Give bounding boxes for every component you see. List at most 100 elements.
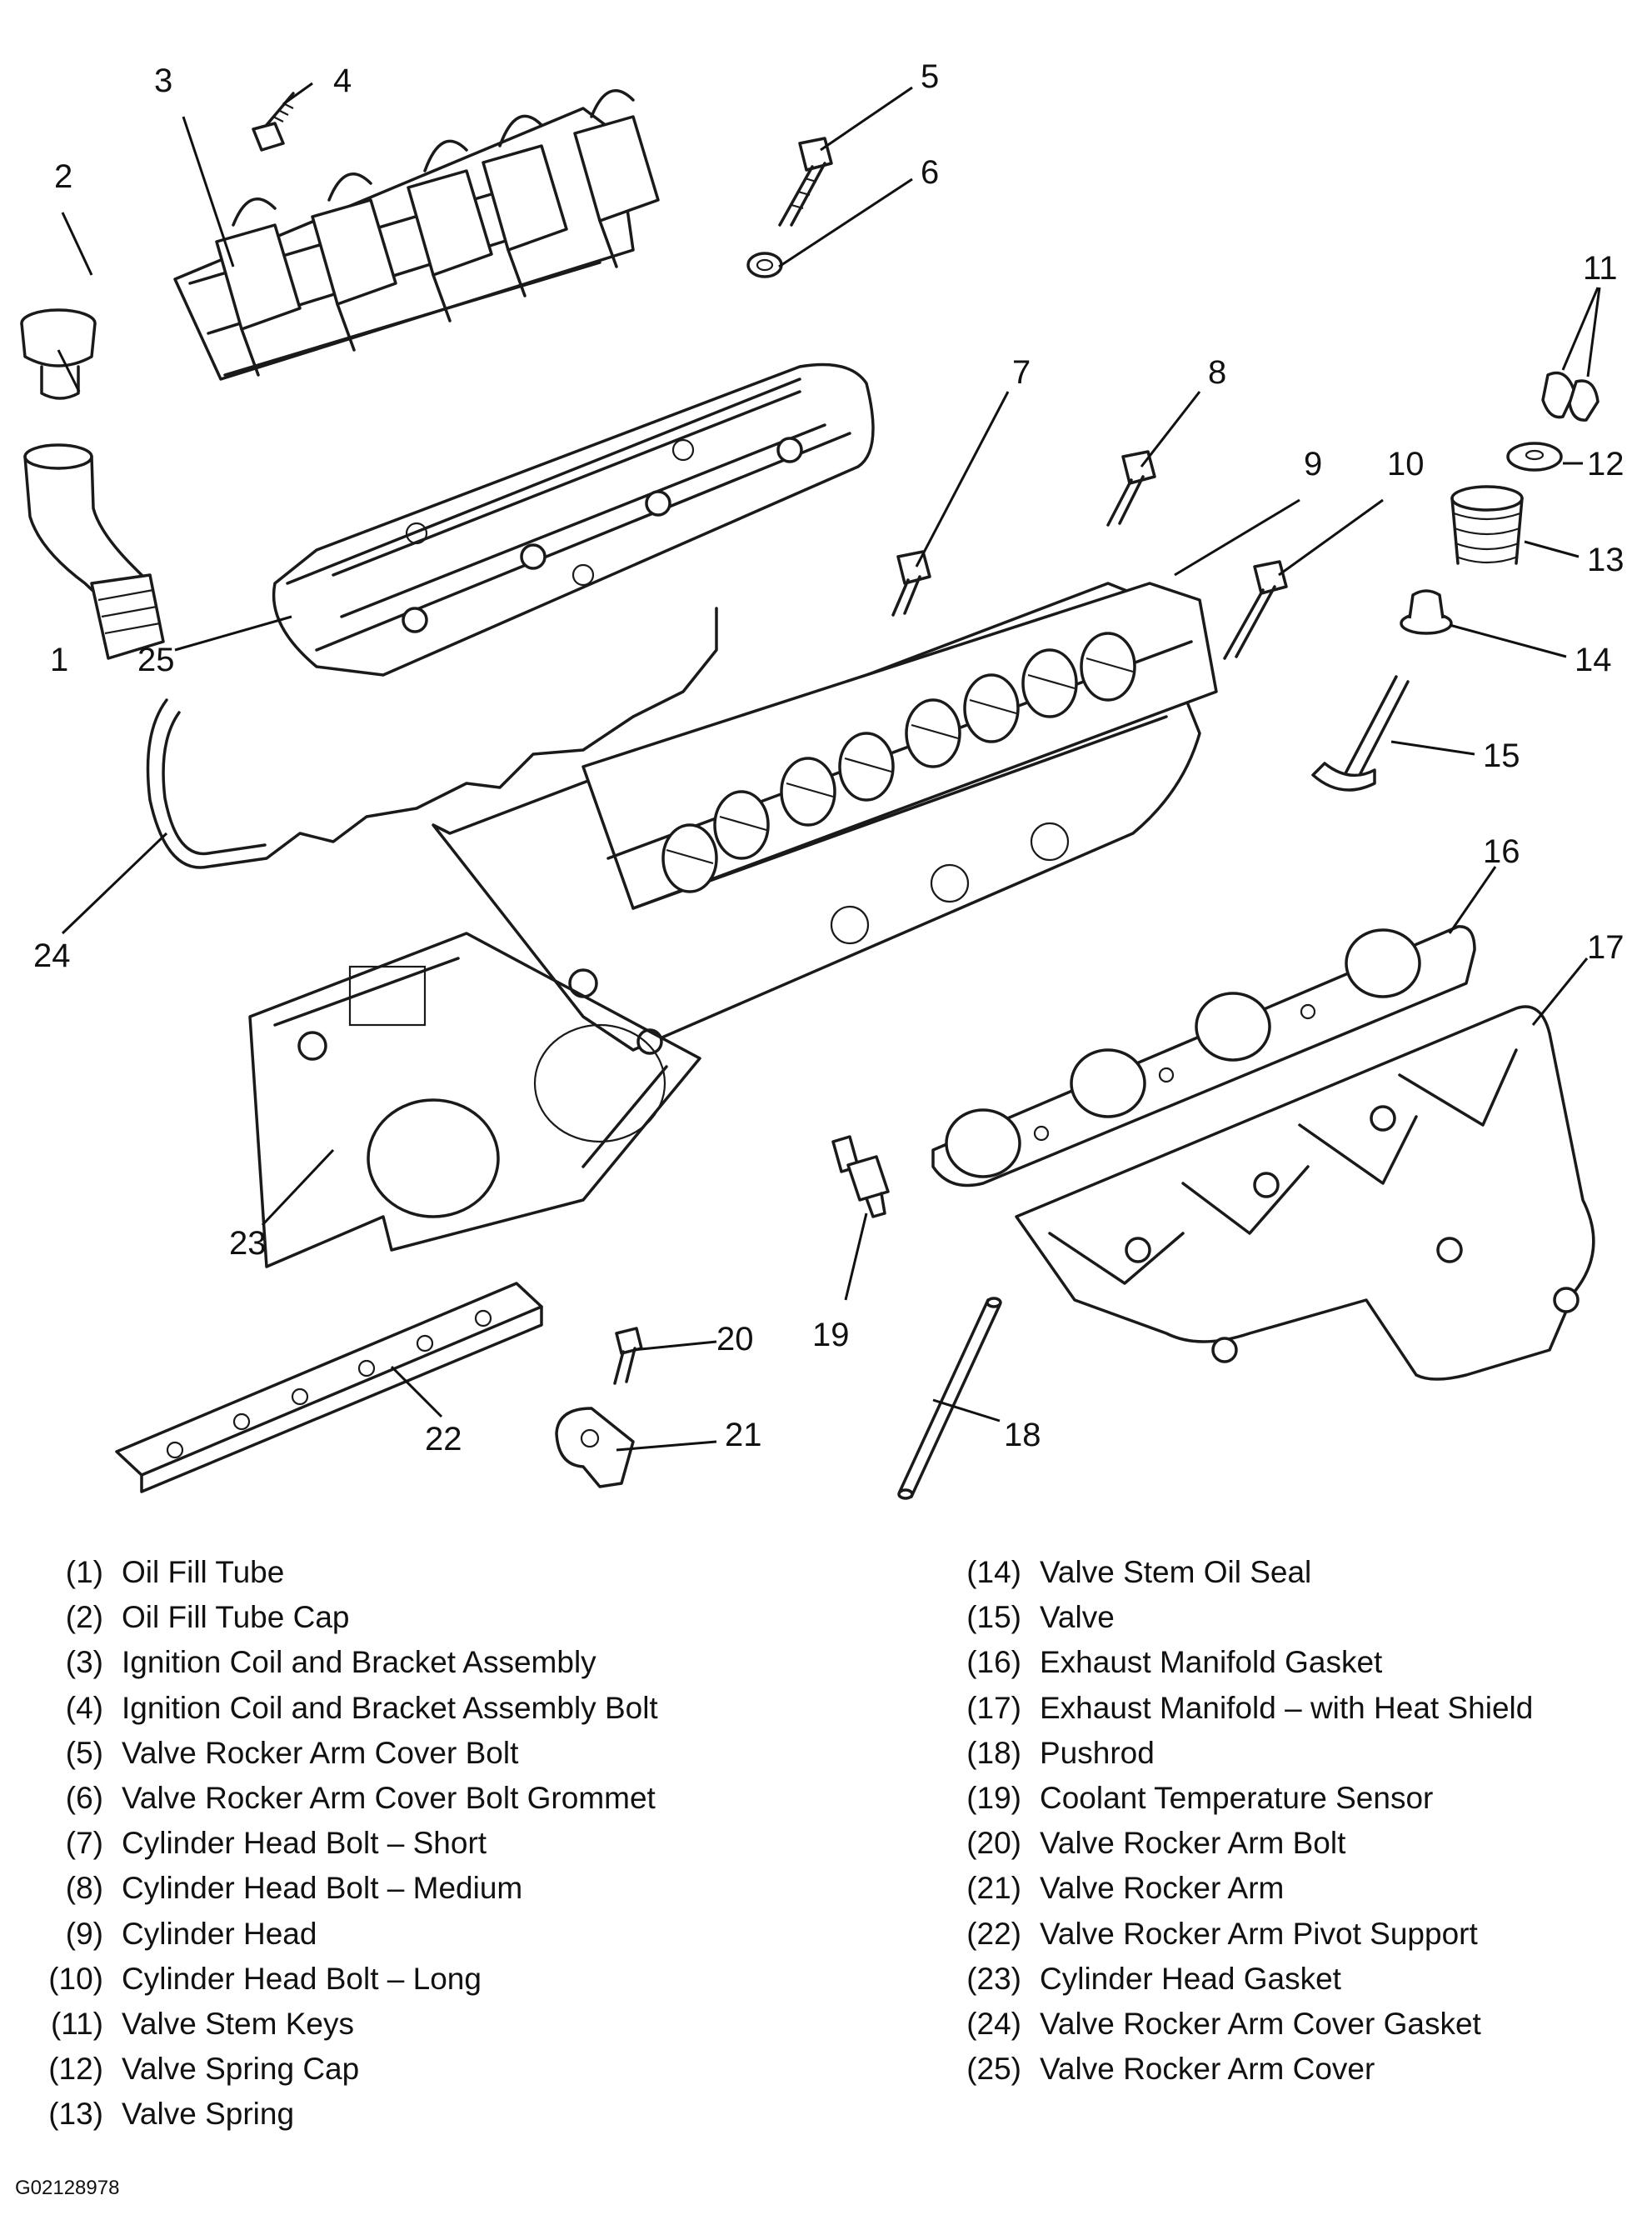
legend-item-label: Valve Stem Oil Seal: [1040, 1555, 1312, 1589]
callout-22: 22: [425, 1421, 462, 1458]
callout-13: 13: [1587, 542, 1625, 578]
legend-item-number: (22): [966, 1916, 1021, 1951]
callout-9: 9: [1304, 446, 1322, 482]
ignition-coil-bolt: [252, 92, 295, 152]
callout-4: 4: [333, 62, 352, 99]
legend-item: (17)Exhaust Manifold – with Heat Shield: [950, 1686, 1533, 1731]
callout-20: 20: [716, 1321, 754, 1358]
legend-item: (21)Valve Rocker Arm: [950, 1866, 1533, 1911]
legend-item: (13)Valve Spring: [32, 2092, 658, 2137]
callout-12: 12: [1587, 446, 1625, 482]
callout-21: 21: [725, 1417, 762, 1453]
legend-item-label: Valve Rocker Arm Cover: [1040, 2052, 1375, 2087]
legend-item-number: (1): [65, 1555, 103, 1589]
valve-rocker-arm-cover: [272, 362, 875, 677]
legend-item-label: Valve Spring Cap: [122, 2052, 360, 2087]
cylinder-head-gasket: [248, 932, 701, 1268]
legend-item: (4)Ignition Coil and Bracket Assembly Bo…: [32, 1686, 658, 1731]
legend-item-number: (2): [65, 1600, 103, 1635]
callout-23: 23: [229, 1225, 267, 1262]
callout-1: 1: [50, 642, 68, 678]
legend-item-label: Cylinder Head Bolt – Long: [122, 1961, 482, 1996]
rocker-cover-bolt-grommet: [746, 252, 783, 278]
legend-item-label: Valve Rocker Arm: [1040, 1871, 1285, 1906]
callout-3: 3: [154, 62, 172, 99]
legend-item-label: Valve Rocker Arm Cover Gasket: [1040, 2007, 1481, 2042]
legend-item-number: (24): [966, 2007, 1021, 2042]
callout-8: 8: [1208, 354, 1226, 391]
oil-fill-tube: [23, 443, 165, 660]
legend-item-number: (16): [966, 1645, 1021, 1680]
valve-rocker-arm-pivot-support: [115, 1282, 543, 1493]
legend-item-number: (4): [65, 1690, 103, 1725]
exhaust-manifold: [1015, 1005, 1595, 1381]
legend-item: (1) Oil Fill Tube: [32, 1550, 658, 1595]
legend-item-label: Cylinder Head Gasket: [1040, 1961, 1341, 1996]
legend-item: (8) Cylinder Head Bolt – Medium: [32, 1866, 658, 1911]
valve-spring-cap: [1506, 442, 1563, 472]
valve-rocker-arm-cover-gasket: [146, 607, 718, 869]
legend-item-number: (8): [65, 1871, 103, 1906]
legend-item: (14) Valve Stem Oil Seal: [950, 1550, 1533, 1595]
legend-item-label: Valve Rocker Arm Bolt: [1040, 1826, 1346, 1861]
cylinder-head: [432, 582, 1218, 1055]
legend-item: (24) Valve Rocker Arm Cover Gasket: [950, 2002, 1533, 2047]
legend-item: (3) Ignition Coil and Bracket Assembly: [32, 1640, 658, 1685]
valve-rocker-arm-bolt: [613, 1327, 643, 1385]
coolant-temperature-sensor: [831, 1135, 890, 1218]
oil-fill-tube-cap: [20, 308, 97, 400]
legend-item-number: (10): [48, 1961, 103, 1996]
callout-10: 10: [1387, 446, 1425, 482]
legend-item: (9) Cylinder Head: [32, 1912, 658, 1957]
legend-item-label: Ignition Coil and Bracket Assembly: [122, 1645, 596, 1680]
callout-2: 2: [54, 158, 72, 195]
legend-item-label: Valve Spring: [122, 2097, 295, 2132]
callout-numbers: 1 2 3 4 5 6 7 8 9 10 11 12 13 14 15 16 1…: [33, 58, 1625, 1458]
legend-item-number: (5): [65, 1735, 103, 1770]
legend-item: (12) Valve Spring Cap: [32, 2047, 658, 2092]
callout-17: 17: [1587, 929, 1625, 966]
legend-item: (16)Exhaust Manifold Gasket: [950, 1640, 1533, 1685]
legend-item: (11)Valve Stem Keys: [32, 2002, 658, 2047]
figure-id: G02128978: [15, 2177, 120, 2199]
legend-item: (2)Oil Fill Tube Cap: [32, 1595, 658, 1640]
legend-item-number: (17): [966, 1690, 1021, 1725]
legend-item-label: Cylinder Head Bolt – Short: [122, 1826, 487, 1861]
legend-item-number: (25): [966, 2052, 1021, 2087]
legend-item-number: (6): [65, 1781, 103, 1816]
valve: [1311, 675, 1410, 792]
legend-item-number: (9): [65, 1916, 103, 1951]
callout-11: 11: [1583, 250, 1618, 287]
callout-18: 18: [1004, 1417, 1041, 1453]
callout-19: 19: [812, 1317, 850, 1353]
legend-left-column: (1) Oil Fill Tube (2)Oil Fill Tube Cap (3) I…: [32, 1550, 658, 2138]
legend-item-label: Valve Rocker Arm Cover Bolt Grommet: [122, 1781, 656, 1816]
callout-6: 6: [921, 154, 939, 191]
legend-item-number: (3): [65, 1645, 103, 1680]
legend-item-label: Pushrod: [1040, 1735, 1155, 1770]
legend-item-number: (12): [48, 2052, 103, 2087]
legend-item: (25) Valve Rocker Arm Cover: [950, 2047, 1533, 2092]
cylinder-head-bolt-medium: [1106, 450, 1156, 527]
cylinder-head-bolt-short: [891, 550, 931, 617]
legend-item-label: Oil Fill Tube: [122, 1555, 285, 1589]
valve-stem-keys: [1541, 371, 1600, 422]
legend-item-number: (7): [65, 1826, 103, 1861]
ignition-coil-bracket-assembly: [173, 89, 660, 381]
callout-7: 7: [1012, 354, 1031, 391]
legend-item: (19)Coolant Temperature Sensor: [950, 1776, 1533, 1821]
callout-24: 24: [33, 938, 71, 974]
legend-item-label: Valve Rocker Arm Pivot Support: [1040, 1916, 1478, 1951]
legend-item-number: (19): [966, 1781, 1021, 1816]
exploded-parts-diagram: 1 2 3 4 5 6 7 8 9 10 11 12 13 14 15 16 1…: [20, 58, 1625, 1500]
legend-item: (15)Valve: [950, 1595, 1533, 1640]
legend-item-number: (14): [966, 1555, 1021, 1589]
cylinder-head-bolt-long: [1223, 560, 1288, 660]
callout-14: 14: [1575, 642, 1612, 678]
legend-item-label: Cylinder Head: [122, 1916, 317, 1951]
legend-item-label: Valve Stem Keys: [122, 2007, 354, 2042]
callout-25: 25: [137, 642, 175, 678]
callout-15: 15: [1483, 738, 1520, 774]
leader-lines: [57, 82, 1601, 1452]
legend-item-label: Cylinder Head Bolt – Medium: [122, 1871, 523, 1906]
